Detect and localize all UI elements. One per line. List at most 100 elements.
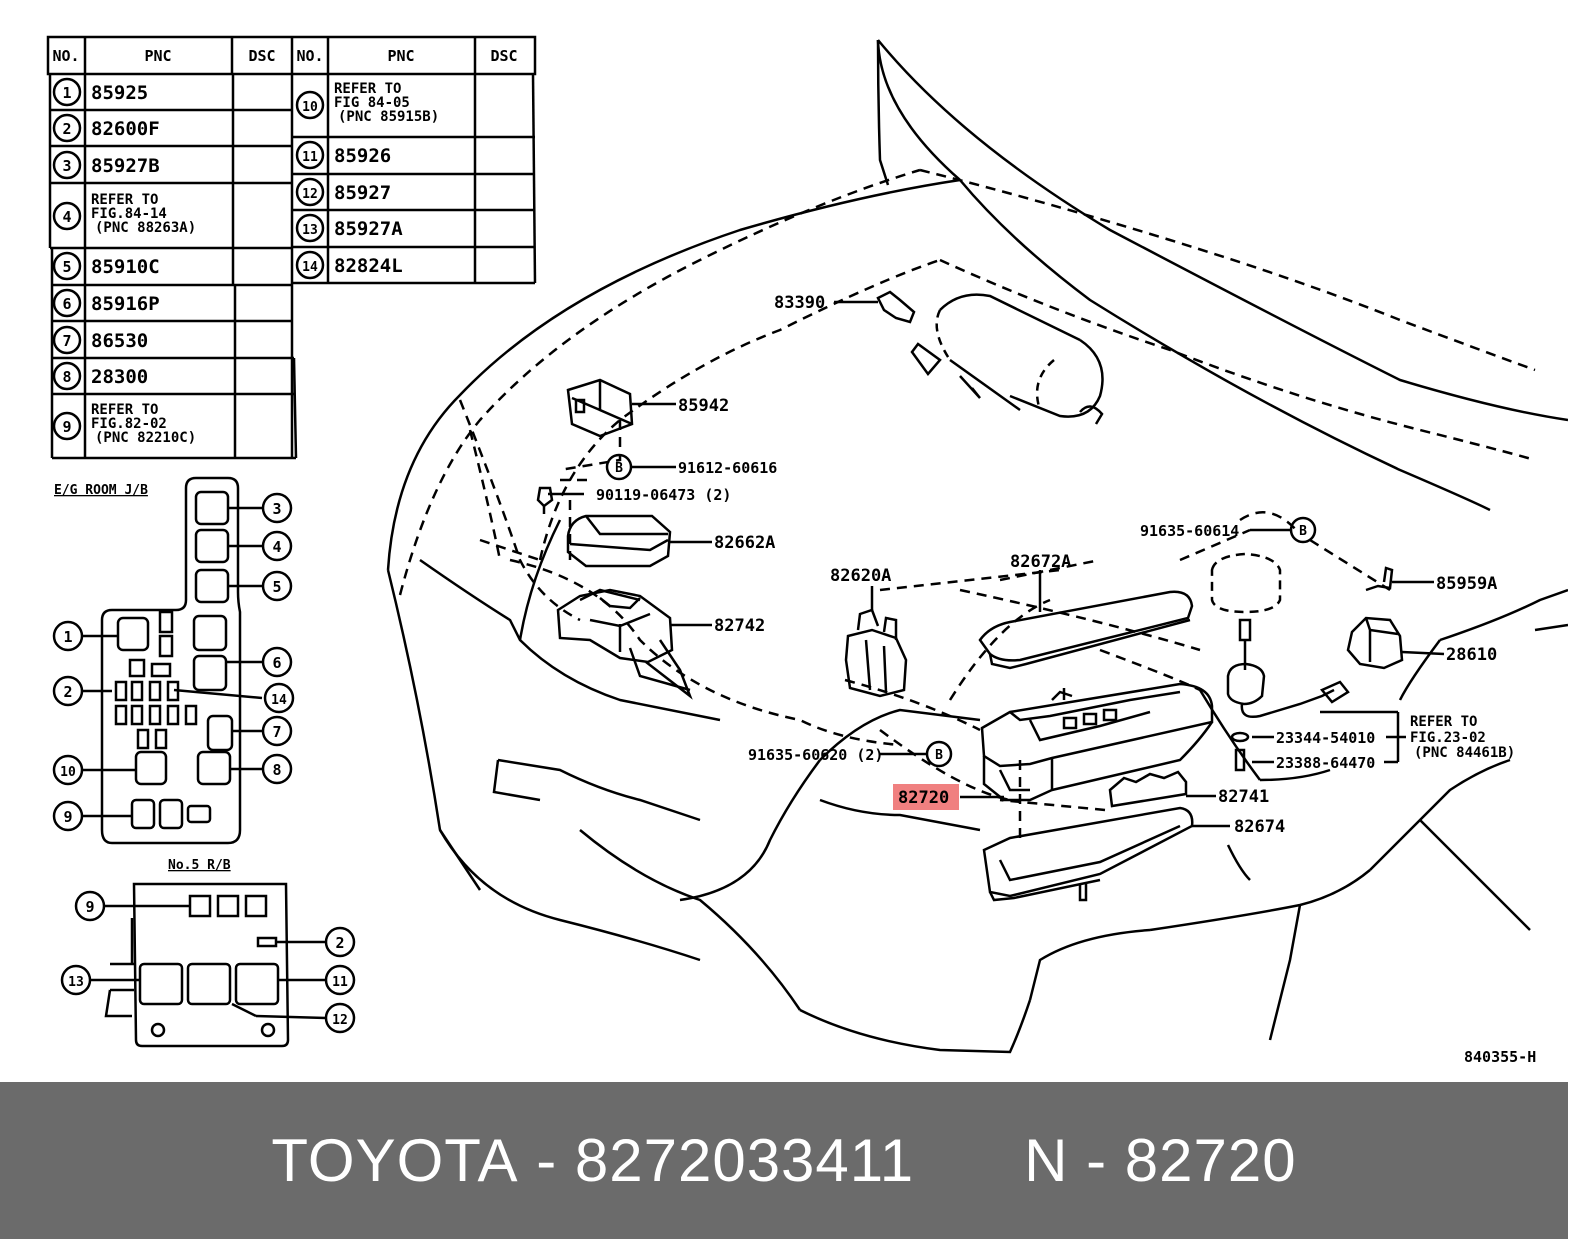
footer-part-number: 8272033411	[574, 1127, 915, 1194]
label-82620a: 82620A	[830, 566, 891, 586]
b-letter-1: B	[615, 461, 623, 476]
row-pnc-line: REFER TO	[91, 402, 158, 418]
row-number: 3	[62, 157, 71, 175]
row-pnc: 85916P	[91, 293, 160, 315]
inset-number: 12	[332, 1013, 348, 1028]
row-number: 4	[62, 208, 71, 226]
row-number: 6	[62, 295, 71, 313]
row-pnc-line: (PNC 88263A)	[95, 220, 196, 236]
row-number-circle	[52, 77, 82, 107]
row-pnc-line: FIG.84-14	[91, 206, 167, 222]
row-pnc: 82600F	[91, 118, 160, 140]
inset-number: 11	[332, 975, 348, 990]
row-pnc: 86530	[91, 330, 148, 352]
callout-labels: 83390 85942 91612-60616 90119-06473 (2) …	[596, 293, 1536, 1066]
row-number: 9	[62, 418, 71, 436]
inset-number: 8	[272, 761, 281, 779]
row-pnc: 82824L	[334, 255, 403, 277]
row-number: 10	[302, 100, 318, 115]
row-number-circle	[295, 213, 325, 243]
row-number: 11	[302, 150, 318, 165]
parts-table-frame	[46, 35, 537, 460]
label-23388: 23388-64470	[1276, 754, 1375, 772]
relays-82741	[1108, 770, 1216, 808]
label-pnc-84461b: (PNC 84461B)	[1414, 745, 1515, 761]
label-85959a: 85959A	[1436, 574, 1497, 594]
label-83390: 83390	[774, 293, 825, 313]
row-pnc-line: REFER TO	[91, 192, 158, 208]
bolt-83390	[834, 290, 916, 324]
cover-82662a	[566, 514, 712, 568]
row-pnc-line: REFER TO	[334, 81, 401, 97]
label-91635-60614: 91635-60614	[1140, 522, 1239, 540]
lower-case-82674	[982, 806, 1230, 902]
inset-number: 6	[272, 654, 281, 672]
row-pnc-line: (PNC 82210C)	[95, 430, 196, 446]
label-85942: 85942	[678, 396, 729, 416]
row-pnc: 28300	[91, 366, 148, 388]
b-letter-2: B	[1299, 524, 1307, 539]
row-pnc-line: (PNC 85915B)	[338, 109, 439, 125]
footer-n-label: N	[1024, 1127, 1069, 1194]
block-82742	[556, 588, 712, 700]
cover-82672a	[978, 570, 1194, 670]
header-dsc-left: DSC	[248, 47, 275, 65]
label-91635-60620: 91635-60620 (2)	[748, 746, 883, 764]
inset-number: 2	[335, 934, 344, 952]
label-23344: 23344-54010	[1276, 729, 1375, 747]
row-pnc: 85927	[334, 182, 391, 204]
relay-28610	[1346, 616, 1445, 670]
footer-n-value: 82720	[1124, 1127, 1297, 1194]
row-number-circle	[295, 250, 325, 280]
inset-number: 3	[272, 500, 281, 518]
row-number-circle	[52, 251, 82, 281]
inset-number: 10	[60, 765, 76, 780]
row-number: 14	[302, 260, 318, 275]
highlight-82720	[893, 784, 959, 810]
row-number-circle	[52, 325, 82, 355]
label-82720[interactable]: 82720	[898, 788, 949, 808]
row-number-circle	[52, 411, 82, 441]
inset-number: 2	[63, 683, 72, 701]
label-82674: 82674	[1234, 817, 1285, 837]
header-pnc-right: PNC	[387, 47, 414, 65]
row-pnc: 85927A	[334, 218, 403, 240]
relay-85942	[566, 378, 676, 438]
junction-block-82720	[960, 682, 1214, 802]
label-82672a: 82672A	[1010, 552, 1071, 572]
inset-label-jb: E/G ROOM J/B	[54, 483, 148, 498]
header-no-left: NO.	[52, 47, 79, 65]
row-number: 12	[302, 187, 318, 202]
figure-id: 840355-H	[1464, 1048, 1536, 1066]
label-90119: 90119-06473 (2)	[596, 486, 731, 504]
row-pnc-line: FIG.82-02	[91, 416, 167, 432]
row-number: 5	[62, 258, 71, 276]
header-dsc-right: DSC	[490, 47, 517, 65]
header-no-right: NO.	[296, 47, 323, 65]
header-pnc-left: PNC	[144, 47, 171, 65]
row-number-circle	[295, 177, 325, 207]
parts-diagram: NO. PNC DSC NO. PNC DSC 185925282600F385…	[46, 35, 1568, 1066]
vehicle-dashed-lines	[398, 168, 1536, 840]
label-82741: 82741	[1218, 787, 1269, 807]
row-number-circle	[52, 201, 82, 231]
footer-sep-1: -	[536, 1127, 558, 1194]
eg-room-jb-inset	[52, 476, 295, 845]
row-pnc: 85925	[91, 82, 148, 104]
footer-brand: TOYOTA	[271, 1127, 519, 1194]
inset-number: 14	[271, 693, 287, 708]
inset-number: 1	[63, 628, 72, 646]
row-number-circle	[52, 150, 82, 180]
label-82742: 82742	[714, 616, 765, 636]
label-refer-to: REFER TO	[1410, 714, 1477, 730]
label-28610: 28610	[1446, 645, 1497, 665]
row-pnc: 85927B	[91, 155, 160, 177]
sensor-assembly	[1210, 552, 1406, 772]
row-number: 8	[62, 368, 71, 386]
row-number-circle	[52, 361, 82, 391]
label-91612: 91612-60616	[678, 459, 777, 477]
row-pnc: 85926	[334, 145, 391, 167]
